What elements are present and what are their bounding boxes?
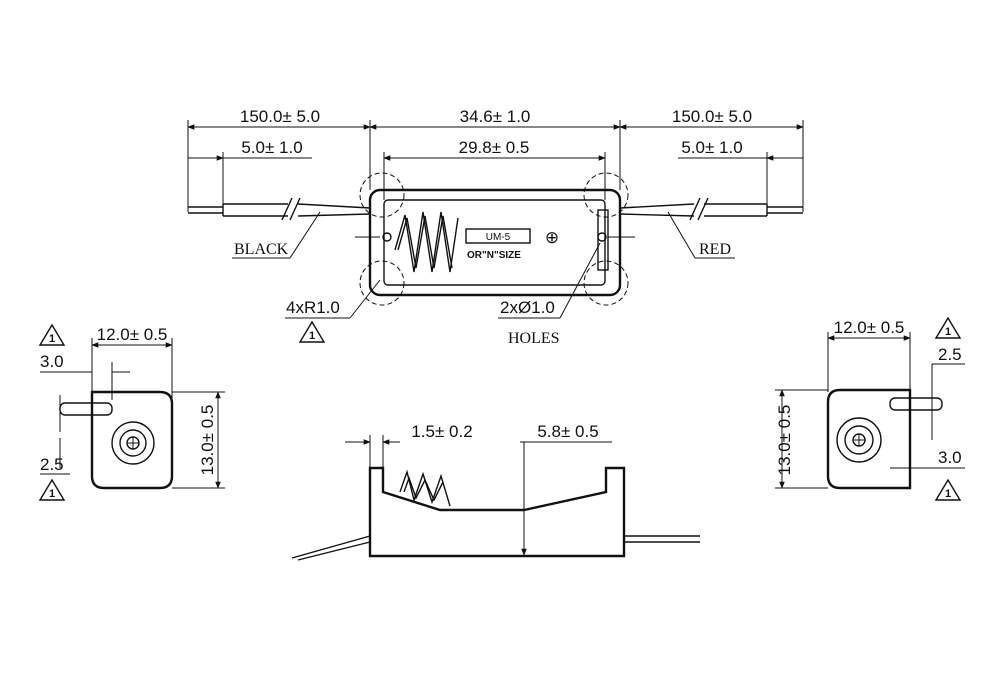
corner-detail-tr (583, 172, 629, 218)
left-dim-width: 12.0± 0.5 (97, 325, 168, 344)
label-radius: 4xR1.0 (286, 298, 340, 317)
side-dim-depth: 5.8± 0.5 (537, 422, 598, 441)
right-end-body (826, 388, 912, 490)
hole-right (597, 232, 607, 242)
right-dim-offset: 3.0 (938, 448, 962, 467)
right-end-lead (889, 397, 943, 411)
warning-triangle-left-top (38, 323, 66, 346)
size-label: OR"N"SIZE (467, 250, 521, 261)
warning-triangle-right-bottom (934, 478, 962, 501)
label-red: RED (699, 241, 731, 258)
corner-detail-tl (359, 172, 405, 218)
dim-left-lead: 150.0± 5.0 (240, 107, 320, 126)
dim-body-length: 34.6± 1.0 (460, 107, 531, 126)
side-view: 1.5± 0.2 5.8± 0.5 (291, 422, 700, 561)
top-view: 150.0± 5.0 34.6± 1.0 150.0± 5.0 5.0± 1.0… (187, 107, 804, 347)
left-end-terminal (111, 421, 155, 465)
corner-detail-br (583, 260, 629, 306)
dim-right-strip: 5.0± 1.0 (681, 138, 742, 157)
svg-text:1: 1 (49, 488, 55, 500)
label-holes-dim: 2xØ1.0 (500, 298, 555, 317)
right-end-terminal (836, 417, 882, 463)
black-lead-wire (188, 197, 371, 221)
left-end-lead (59, 402, 113, 416)
side-dim-wall: 1.5± 0.2 (411, 422, 472, 441)
holder-body-top: UM-5 OR"N"SIZE ⊕ (355, 172, 635, 306)
warning-triangle-right-top (934, 316, 962, 339)
left-end-body (90, 390, 174, 490)
right-end-view: 12.0± 0.5 1 2.5 13.0± 0.5 3.0 1 (775, 316, 965, 501)
red-lead-wire (619, 197, 803, 221)
warning-triangle-top (298, 320, 326, 343)
dim-inner-length: 29.8± 0.5 (459, 138, 530, 157)
svg-text:1: 1 (49, 333, 55, 345)
side-spring (399, 469, 451, 507)
side-body (368, 466, 626, 558)
label-black: BLACK (234, 241, 289, 258)
hole-left (382, 232, 392, 242)
svg-text:1: 1 (309, 330, 315, 342)
left-dim-height: 13.0± 0.5 (198, 405, 217, 476)
model-label: UM-5 (486, 232, 511, 243)
svg-text:1: 1 (945, 326, 951, 338)
right-dim-width: 12.0± 0.5 (834, 318, 905, 337)
left-dim-offset: 3.0 (40, 352, 64, 371)
right-dim-lead-pos: 2.5 (938, 345, 962, 364)
warning-triangle-left-bottom (38, 478, 66, 501)
spring (394, 211, 459, 273)
plus-symbol: ⊕ (545, 228, 559, 247)
left-end-view: 12.0± 0.5 1 3.0 13.0± 0.5 2.5 1 (38, 323, 225, 501)
dim-right-lead: 150.0± 5.0 (672, 107, 752, 126)
left-dim-lead-pos: 2.5 (40, 455, 64, 474)
corner-detail-bl (359, 260, 405, 306)
svg-text:1: 1 (945, 488, 951, 500)
dim-left-strip: 5.0± 1.0 (241, 138, 302, 157)
label-holes: HOLES (508, 330, 560, 347)
right-dim-height: 13.0± 0.5 (775, 405, 794, 476)
